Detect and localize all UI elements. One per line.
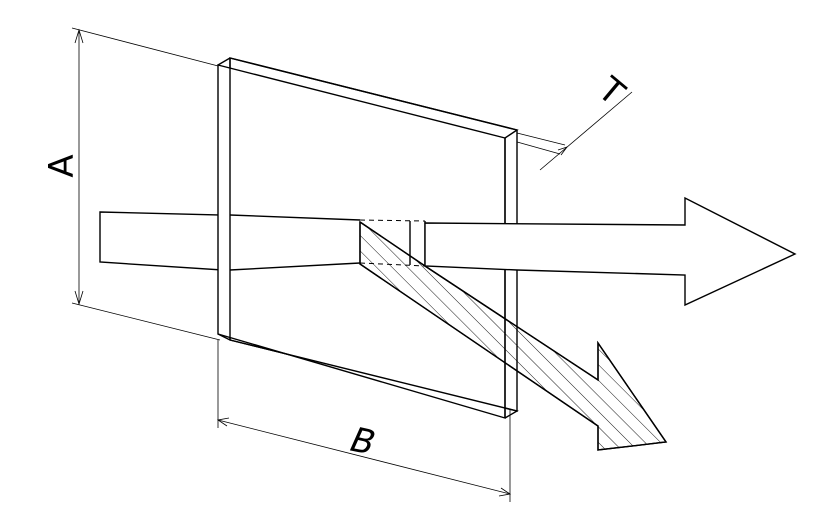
refracted-beam-outline (359, 221, 668, 451)
transmitted-beam-arrow (424, 196, 797, 307)
dim-t-label: T (589, 69, 632, 114)
dim-t-extension-1 (516, 132, 566, 146)
dim-b-arrowhead-left (216, 417, 230, 427)
beam-inside-top (229, 214, 361, 221)
dim-a-arrowhead-bottom (74, 290, 84, 306)
transmitted-beam-body (424, 196, 797, 307)
refracted-beam-arrow (359, 220, 668, 451)
plate-top-edge (217, 57, 519, 139)
dim-t-extension-2 (509, 139, 561, 155)
dim-t-arrowhead (557, 146, 569, 156)
dim-t-line (539, 91, 633, 171)
plate-bottom-edge (217, 333, 519, 419)
dim-a-arrowhead-top (74, 28, 84, 44)
dim-b-label: B (343, 421, 382, 463)
dim-a-extension-top (71, 27, 223, 68)
dim-a-extension-bottom (71, 302, 221, 341)
incoming-beam-body (99, 211, 223, 271)
beam-hidden-top (359, 219, 426, 222)
beam-inside-bottom (229, 262, 361, 271)
dimension-t: T (509, 69, 633, 171)
dim-b-arrowhead-right (498, 487, 512, 497)
dimension-a: A (42, 27, 223, 341)
dim-b-line (217, 419, 511, 495)
incoming-beam (99, 211, 223, 271)
dim-a-label: A (42, 154, 82, 177)
